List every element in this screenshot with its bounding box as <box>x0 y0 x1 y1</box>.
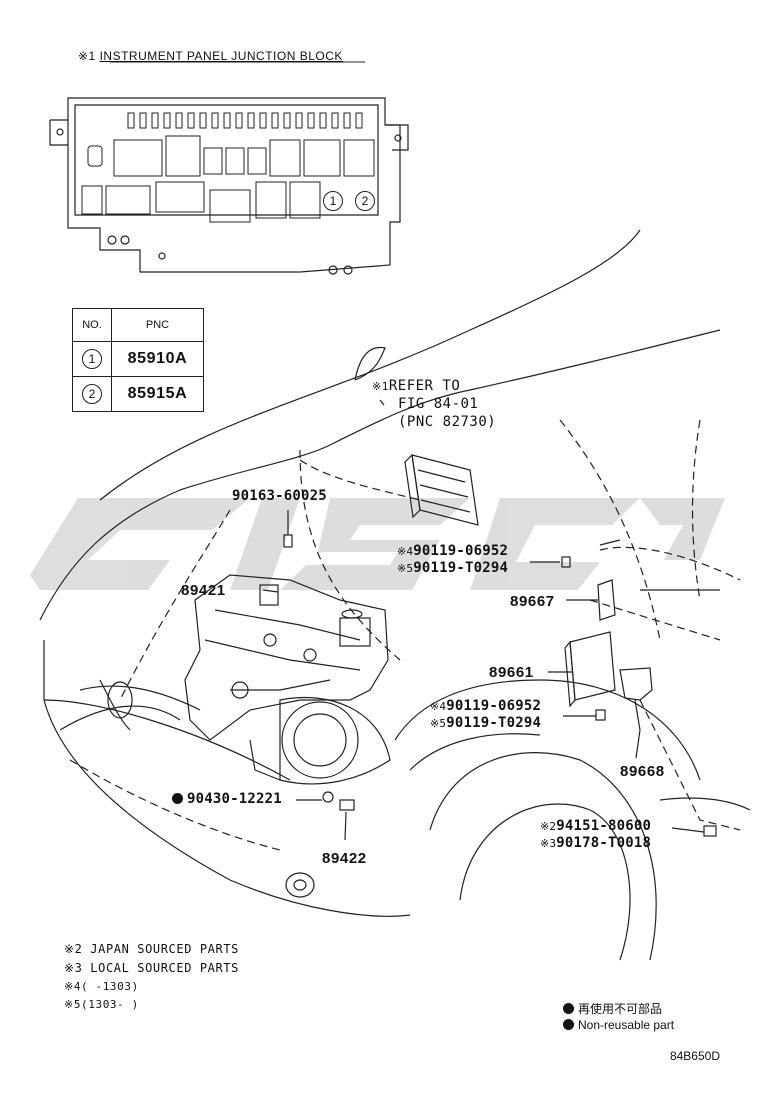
part-number-90178-T0018: ※390178-T0018 <box>540 835 651 851</box>
refer-note-line1: ※1REFER TO <box>372 378 460 394</box>
part-number-89661: 89661 <box>489 664 534 681</box>
refer-note-line3: (PNC 82730) <box>398 414 497 430</box>
row-no: 1 <box>82 349 102 369</box>
part-mark: ※5 <box>397 562 414 575</box>
col-pnc-header: PNC <box>111 308 204 342</box>
note-local-sourced: ※3 LOCAL SOURCED PARTS <box>64 961 239 975</box>
pnc-table-header: NO. PNC <box>72 308 204 342</box>
part-number-89422: 89422 <box>322 850 367 867</box>
legend-non-reusable-jp: 再使用不可部品 <box>563 1000 662 1017</box>
table-row: 2 85915A <box>72 376 204 412</box>
part-number-89667: 89667 <box>510 593 555 610</box>
part-number-89421: 89421 <box>181 582 226 599</box>
refer-text-1: REFER TO <box>388 378 461 394</box>
figure-code: 84B650D <box>669 1049 720 1063</box>
part-number-90119-T0294-b: ※590119-T0294 <box>430 715 541 731</box>
junction-block-title: ※1 INSTRUMENT PANEL JUNCTION BLOCK <box>78 49 343 63</box>
part-mark: ※5 <box>430 717 447 730</box>
legend-en-text: Non-reusable part <box>578 1018 675 1032</box>
legend-non-reusable-en: Non-reusable part <box>563 1018 674 1032</box>
pnc-table: NO. PNC 1 85910A 2 85915A <box>72 308 204 412</box>
part-number-90163-60025: 90163-60025 <box>232 488 327 504</box>
note-from-1303: ※5(1303- ) <box>64 998 139 1011</box>
row-no: 2 <box>82 384 102 404</box>
part-number-94151-80600: ※294151-80600 <box>540 818 651 834</box>
part-number-text: 90119-06952 <box>446 698 542 714</box>
col-no-header: NO. <box>72 308 112 342</box>
junction-block-mark: ※1 <box>78 49 96 63</box>
watermark-logo <box>30 498 725 590</box>
part-number-text: 90178-T0018 <box>556 835 652 851</box>
part-number-text: 90119-T0294 <box>446 715 542 731</box>
refer-note-line2: FIG 84-01 <box>398 396 479 412</box>
row-pnc: 85915A <box>111 376 204 412</box>
part-number-90119-06952-b: ※490119-06952 <box>430 698 541 714</box>
part-mark: ※3 <box>540 837 557 850</box>
part-number-90430-12221: 90430-12221 <box>172 791 282 807</box>
part-number-90119-T0294-a: ※590119-T0294 <box>397 560 508 576</box>
table-row: 1 85910A <box>72 341 204 377</box>
part-number-text: 94151-80600 <box>556 818 652 834</box>
part-mark: ※4 <box>397 545 414 558</box>
part-number-text: 90430-12221 <box>187 791 282 807</box>
note-japan-sourced: ※2 JAPAN SOURCED PARTS <box>64 942 239 956</box>
part-number-text: 90119-T0294 <box>413 560 509 576</box>
note-until-1303: ※4( -1303) <box>64 980 139 993</box>
part-number-text: 90119-06952 <box>413 543 509 559</box>
legend-jp-text: 再使用不可部品 <box>578 1002 663 1016</box>
non-reusable-dot-icon <box>563 1003 574 1014</box>
non-reusable-dot-icon <box>563 1019 574 1030</box>
junction-block-label: INSTRUMENT PANEL JUNCTION BLOCK <box>99 49 343 63</box>
junction-circle-2: 2 <box>355 191 375 211</box>
row-pnc: 85910A <box>111 341 204 377</box>
refer-mark: ※1 <box>372 380 389 393</box>
part-number-90119-06952-a: ※490119-06952 <box>397 543 508 559</box>
part-mark: ※4 <box>430 700 447 713</box>
junction-circle-1: 1 <box>323 191 343 211</box>
part-number-89668: 89668 <box>620 763 665 780</box>
non-reusable-dot-icon <box>172 793 183 804</box>
part-mark: ※2 <box>540 820 557 833</box>
